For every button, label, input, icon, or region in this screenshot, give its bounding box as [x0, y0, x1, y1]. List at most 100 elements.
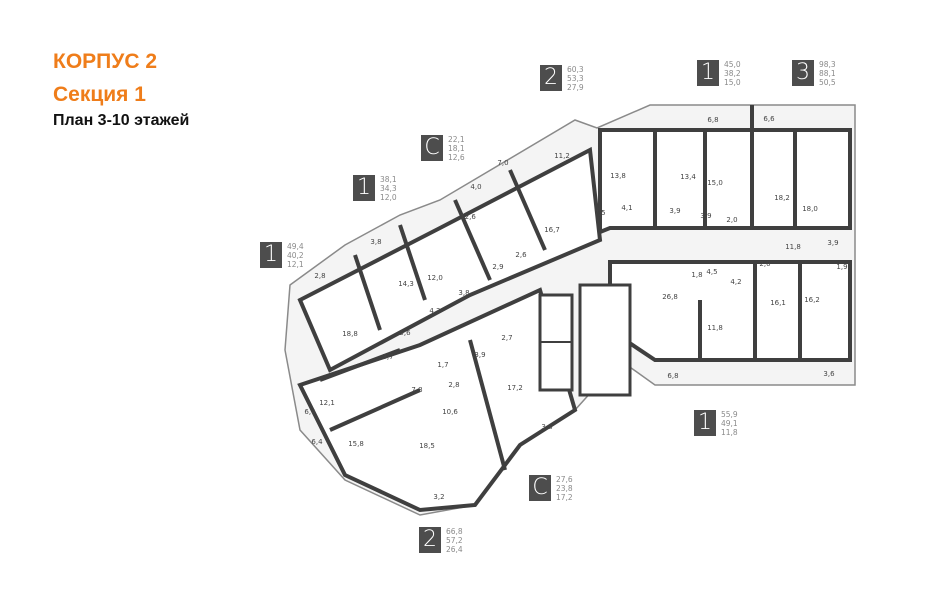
room-area-label: 18,2: [774, 194, 790, 202]
room-area-label: 2,8: [448, 381, 459, 389]
stair-elevator-core: [538, 283, 632, 397]
apartment-type-badge: 2: [540, 65, 562, 91]
area-value: 40,2: [287, 251, 304, 260]
area-value: 12,1: [287, 260, 304, 269]
room-area-label: 26,8: [662, 293, 678, 301]
room-area-label: 6,8: [707, 116, 718, 124]
room-area-label: 3,2: [433, 493, 444, 501]
area-value: 22,1: [448, 135, 465, 144]
room-area-label: 7,0: [497, 159, 508, 167]
room-area-label: 18,5: [419, 442, 435, 450]
room-area-label: 3,9: [474, 351, 485, 359]
room-area-label: 6,4: [304, 408, 316, 416]
area-value: 26,4: [446, 545, 463, 554]
area-value: 98,3: [819, 60, 836, 69]
room-area-label: 14,3: [398, 280, 414, 288]
room-area-label: 1,7: [437, 361, 448, 369]
room-area-label: 3,9: [700, 212, 711, 220]
room-area-label: 12,0: [427, 274, 443, 282]
area-value: 88,1: [819, 69, 836, 78]
room-area-label: 10,6: [442, 408, 458, 416]
area-value: 11,8: [721, 428, 738, 437]
area-value: 23,8: [556, 484, 573, 493]
room-area-label: 15,0: [707, 179, 723, 187]
area-value: 57,2: [446, 536, 463, 545]
area-value: 49,4: [287, 242, 304, 251]
room-area-label: 7,8: [411, 386, 422, 394]
room-area-label: 3,9: [669, 207, 680, 215]
room-area-label: 6,6: [763, 115, 775, 123]
apartment-type-badge: C: [421, 135, 443, 161]
room-area-label: 13,4: [680, 173, 696, 181]
area-value: 38,1: [380, 175, 397, 184]
apartment-type-badge: 1: [694, 410, 716, 436]
room-area-label: 1,9: [836, 263, 847, 271]
room-area-label: 17,2: [507, 384, 523, 392]
floor-plan-title: План 3-10 этажей: [53, 112, 190, 129]
room-area-label: 3,9: [827, 239, 838, 247]
area-value: 12,6: [448, 153, 465, 162]
apartment-type-badge: 1: [697, 60, 719, 86]
room-area-label: 12,1: [319, 399, 335, 407]
room-area-label: 4,2: [730, 278, 741, 286]
room-area-label: 4,2: [429, 307, 440, 315]
apartment-type-badge: 1: [353, 175, 375, 201]
area-value: 27,6: [556, 475, 573, 484]
apartment-type-badge: 2: [419, 527, 441, 553]
area-value: 45,0: [724, 60, 741, 69]
room-area-label: 16,1: [770, 299, 786, 307]
area-value: 60,3: [567, 65, 584, 74]
room-area-label: 1,8: [691, 271, 702, 279]
area-value: 17,2: [556, 493, 573, 502]
room-area-label: 3,8: [370, 238, 381, 246]
room-area-label: 3,8: [458, 289, 469, 297]
area-value: 18,1: [448, 144, 465, 153]
room-area-label: 5,6: [399, 329, 411, 337]
room-area-label: 13,8: [610, 172, 626, 180]
room-area-label: 16,2: [804, 296, 820, 304]
building-title: КОРПУС 2: [53, 50, 157, 73]
room-area-label: 6,8: [667, 372, 678, 380]
room-area-label: 11,2: [554, 152, 570, 160]
room-area-label: 18,0: [802, 205, 818, 213]
room-area-label: 7,5: [594, 209, 605, 217]
area-value: 49,1: [721, 419, 738, 428]
room-area-label: 16,7: [544, 226, 560, 234]
area-value: 38,2: [724, 69, 741, 78]
room-area-label: 2,0: [726, 216, 737, 224]
room-area-label: 2,7: [501, 334, 512, 342]
area-value: 12,0: [380, 193, 397, 202]
room-area-label: 4,0: [470, 183, 481, 191]
room-area-label: 6,4: [311, 438, 323, 446]
area-value: 15,0: [724, 78, 741, 87]
room-area-label: 11,8: [785, 243, 801, 251]
section-title: Секция 1: [53, 83, 146, 106]
room-area-label: 18,8: [342, 330, 358, 338]
area-value: 53,3: [567, 74, 584, 83]
room-area-label: 15,8: [348, 440, 364, 448]
room-area-label: 12,6: [460, 213, 476, 221]
area-value: 55,9: [721, 410, 738, 419]
room-area-label: 4,1: [621, 204, 632, 212]
room-area-label: 2,9: [492, 263, 503, 271]
room-area-label: 3,7: [382, 353, 393, 361]
room-area-label: 2,6: [515, 251, 527, 259]
room-area-label: 3,6: [823, 370, 835, 378]
area-value: 50,5: [819, 78, 836, 87]
